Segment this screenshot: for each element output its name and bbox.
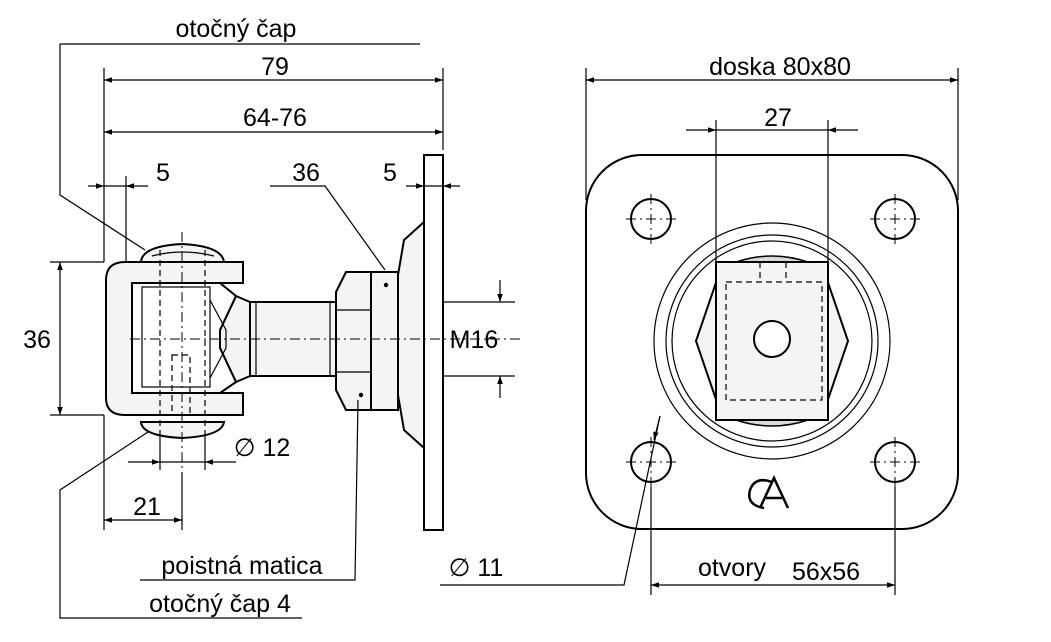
locknut-outer [370, 271, 399, 411]
labels: otočný čap 79 64-76 5 36 5 36 M16 ∅ 12 2… [23, 15, 860, 618]
label-flange-thickness-left: 5 [156, 159, 170, 187]
label-swivel-bottom: otočný čap 4 [149, 590, 291, 618]
front-view-dimensions [440, 68, 959, 595]
label-holes: otvory [698, 554, 767, 582]
label-thread-span: 36 [292, 159, 320, 187]
label-thread-size: M16 [450, 326, 499, 354]
label-hole-diameter: ∅ 11 [449, 554, 504, 582]
weld-cone [397, 219, 425, 451]
label-adjust-range: 64-76 [243, 104, 307, 132]
label-inner-27: 27 [764, 104, 792, 132]
label-pin-diameter: ∅ 12 [234, 434, 291, 462]
front-view [585, 154, 959, 530]
side-view-dimensions [50, 43, 515, 619]
label-holes-spacing: 56x56 [792, 558, 860, 586]
mounting-plate-side [423, 154, 444, 531]
label-plate-size: doska 80x80 [709, 53, 851, 81]
label-swivel-top: otočný čap [176, 15, 297, 43]
label-flange-thickness-right: 5 [383, 159, 397, 187]
label-locknut: poistná matica [161, 552, 322, 580]
label-overall-length: 79 [261, 53, 289, 81]
ca-logo [748, 475, 790, 510]
side-view [105, 154, 520, 531]
locknut-hex [335, 271, 372, 411]
label-height-left: 36 [23, 326, 51, 354]
label-offset-21: 21 [133, 493, 161, 521]
